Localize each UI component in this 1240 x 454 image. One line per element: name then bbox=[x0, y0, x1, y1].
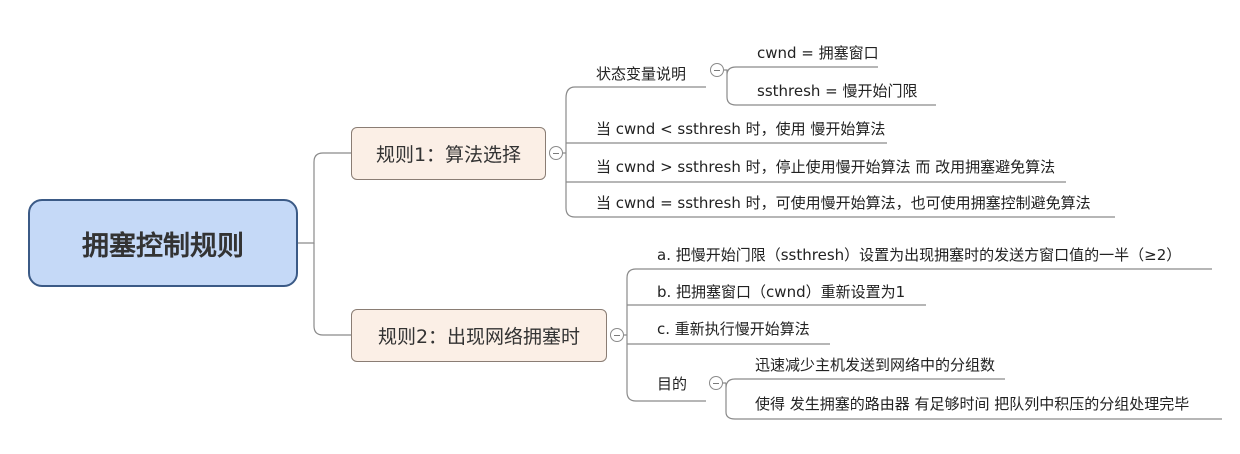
collapse-toggle-state-variables[interactable] bbox=[710, 63, 724, 77]
topic-cwnd-label: cwnd = 拥塞窗口 bbox=[757, 44, 879, 62]
topic-rule-1-less-label: 当 cwnd < ssthresh 时，使用 慢开始算法 bbox=[596, 120, 886, 138]
connector-branch2-trunk bbox=[624, 268, 1212, 402]
branch-rule-2[interactable]: 规则2：出现网络拥塞时 bbox=[351, 309, 607, 362]
topic-rule-1-equal[interactable]: 当 cwnd = ssthresh 时，可使用慢开始算法，也可使用拥塞控制避免算… bbox=[596, 193, 1091, 213]
topic-purpose-reduce[interactable]: 迅速减少主机发送到网络中的分组数 bbox=[755, 355, 995, 375]
topic-ssthresh[interactable]: ssthresh = 慢开始门限 bbox=[757, 81, 918, 101]
topic-state-variables-label: 状态变量说明 bbox=[596, 65, 687, 83]
collapse-toggle-rule-2[interactable] bbox=[610, 328, 624, 342]
topic-purpose-router-label: 使得 发生拥塞的路由器 有足够时间 把队列中积压的分组处理完毕 bbox=[755, 395, 1190, 413]
branch-rule-2-label: 规则2：出现网络拥塞时 bbox=[377, 326, 581, 348]
topic-ssthresh-label: ssthresh = 慢开始门限 bbox=[757, 82, 918, 100]
topic-rule-2-a[interactable]: a. 把慢开始门限（ssthresh）设置为出现拥塞时的发送方窗口值的一半（≥2… bbox=[657, 245, 1181, 265]
topic-rule-2-c-label: c. 重新执行慢开始算法 bbox=[657, 320, 810, 338]
topic-rule-1-less[interactable]: 当 cwnd < ssthresh 时，使用 慢开始算法 bbox=[596, 119, 885, 139]
topic-rule-2-b-label: b. 把拥塞窗口（cwnd）重新设置为1 bbox=[657, 283, 906, 301]
connector-root-branch1 bbox=[298, 152, 351, 244]
topic-cwnd[interactable]: cwnd = 拥塞窗口 bbox=[757, 43, 879, 63]
connector-statevars-trunk bbox=[724, 66, 936, 106]
topic-rule-2-b[interactable]: b. 把拥塞窗口（cwnd）重新设置为1 bbox=[657, 282, 905, 302]
topic-rule-1-greater-label: 当 cwnd > ssthresh 时，停止使用慢开始算法 而 改用拥塞避免算法 bbox=[596, 158, 1056, 176]
connector-purpose-trunk bbox=[723, 378, 1222, 420]
topic-purpose-router[interactable]: 使得 发生拥塞的路由器 有足够时间 把队列中积压的分组处理完毕 bbox=[755, 394, 1189, 414]
topic-rule-1-greater[interactable]: 当 cwnd > ssthresh 时，停止使用慢开始算法 而 改用拥塞避免算法 bbox=[596, 157, 1055, 177]
collapse-toggle-rule-1[interactable] bbox=[549, 146, 563, 160]
topic-purpose-reduce-label: 迅速减少主机发送到网络中的分组数 bbox=[755, 356, 996, 374]
topic-purpose-label: 目的 bbox=[657, 375, 688, 393]
topic-rule-2-c[interactable]: c. 重新执行慢开始算法 bbox=[657, 319, 810, 339]
topic-state-variables[interactable]: 状态变量说明 bbox=[596, 64, 686, 84]
topic-rule-1-equal-label: 当 cwnd = ssthresh 时，可使用慢开始算法，也可使用拥塞控制避免算… bbox=[596, 194, 1091, 212]
root-topic-label: 拥塞控制规则 bbox=[82, 230, 244, 262]
topic-rule-2-a-label: a. 把慢开始门限（ssthresh）设置为出现拥塞时的发送方窗口值的一半（≥2… bbox=[657, 246, 1182, 264]
branch-rule-1-label: 规则1：算法选择 bbox=[375, 144, 522, 166]
branch-rule-1[interactable]: 规则1：算法选择 bbox=[351, 127, 546, 180]
root-topic[interactable]: 拥塞控制规则 bbox=[28, 199, 298, 287]
connector-root-branch2 bbox=[313, 243, 351, 336]
topic-purpose[interactable]: 目的 bbox=[657, 374, 687, 394]
collapse-toggle-purpose[interactable] bbox=[709, 376, 723, 390]
